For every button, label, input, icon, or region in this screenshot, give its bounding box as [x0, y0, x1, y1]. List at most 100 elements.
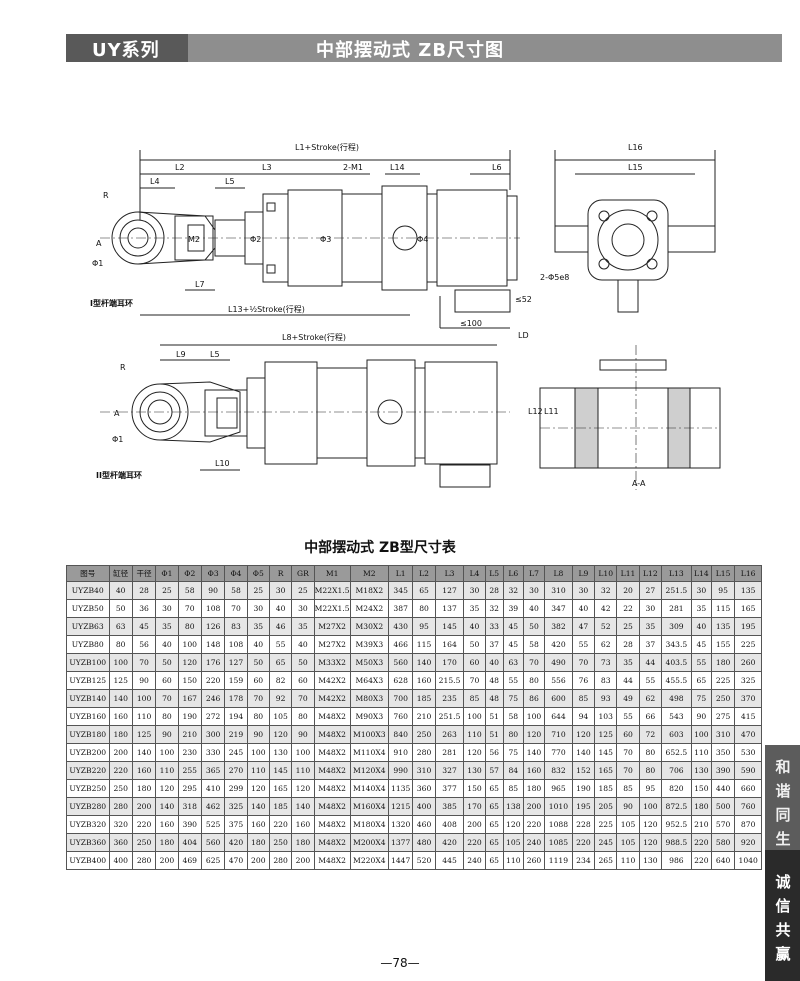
label-l13-stroke: L13+½Stroke(行程) — [228, 304, 305, 314]
cylinder-bottom-view — [100, 344, 510, 488]
page-title: 中部摆动式 ZB尺寸图 — [316, 40, 505, 61]
table-cell: 51 — [484, 725, 504, 744]
table-cell: 420 — [434, 833, 465, 852]
table-cell: 32 — [502, 581, 524, 600]
table-cell: 63 — [502, 653, 524, 672]
table-cell: 33 — [484, 617, 504, 636]
column-header: L4 — [463, 565, 486, 582]
table-cell: UYZB250 — [66, 779, 110, 798]
table-cell: 50 — [522, 617, 546, 636]
table-cell: 105 — [616, 833, 640, 852]
table-cell: 910 — [387, 743, 414, 762]
table-cell: 110 — [155, 761, 179, 780]
table-cell: UYZB63 — [66, 617, 110, 636]
table-cell: 60 — [291, 671, 315, 690]
table-cell: 30 — [268, 581, 293, 600]
table-cell: 85 — [571, 689, 596, 708]
table-cell: 382 — [544, 617, 573, 636]
table-cell: 347 — [544, 599, 573, 618]
table-cell: 710 — [544, 725, 573, 744]
table-cell: 530 — [734, 743, 762, 762]
table-cell: 455.5 — [661, 671, 692, 690]
table-cell: 32 — [484, 599, 504, 618]
motto-top: 和谐同生 — [768, 755, 798, 851]
table-cell: 60 — [155, 671, 179, 690]
table-cell: 160 — [291, 815, 315, 834]
table-cell: 310 — [412, 761, 436, 780]
table-cell: UYZB220 — [66, 761, 110, 780]
table-cell: 40 — [484, 653, 504, 672]
label-phi2: Φ2 — [250, 235, 261, 244]
table-cell: 260 — [734, 653, 762, 672]
table-cell: 165 — [734, 599, 762, 618]
table-cell: 65 — [484, 833, 504, 852]
table-cell: M22X1.5 — [313, 599, 351, 618]
table-cell: 220 — [200, 671, 226, 690]
table-cell: 385 — [434, 797, 465, 816]
label-ld: LD — [518, 331, 529, 340]
table-cell: 40 — [246, 635, 270, 654]
table-cell: 46 — [268, 617, 293, 636]
label-phi4: Φ4 — [417, 235, 428, 244]
table-cell: 320 — [108, 815, 133, 834]
label-l10: L10 — [215, 459, 230, 468]
table-cell: 30 — [246, 599, 270, 618]
label-l9: L9 — [176, 350, 186, 359]
table-cell: 51 — [484, 707, 504, 726]
table-cell: 295 — [177, 779, 202, 798]
table-cell: 137 — [434, 599, 465, 618]
table-cell: 400 — [108, 851, 133, 870]
label-r-bottom: R — [120, 363, 126, 372]
table-cell: 250 — [268, 833, 293, 852]
table-cell: 56 — [131, 635, 157, 654]
table-cell: 130 — [463, 761, 486, 780]
table-cell: 310 — [710, 725, 736, 744]
table-cell: 220 — [571, 833, 596, 852]
table-cell: 85 — [502, 779, 524, 798]
table-cell: UYZB140 — [66, 689, 110, 708]
table-cell: UYZB280 — [66, 797, 110, 816]
table-cell: M100X3 — [349, 725, 389, 744]
table-cell: 325 — [224, 797, 248, 816]
table-cell: 220 — [268, 815, 293, 834]
table-cell: 65 — [412, 581, 436, 600]
table-cell: 27 — [638, 581, 663, 600]
table-cell: 470 — [224, 851, 248, 870]
motto-char: 生 — [775, 830, 791, 848]
table-cell: 40 — [522, 599, 546, 618]
table-cell: 60 — [246, 671, 270, 690]
table-cell: 70 — [616, 761, 640, 780]
table-cell: 255 — [177, 761, 202, 780]
column-header: L7 — [522, 565, 546, 582]
table-cell: 370 — [734, 689, 762, 708]
table-cell: 280 — [268, 851, 293, 870]
table-cell: 100 — [522, 707, 546, 726]
table-cell: 30 — [463, 581, 486, 600]
table-cell: 115 — [710, 599, 736, 618]
table-cell: 140 — [412, 653, 436, 672]
table-cell: 180 — [108, 725, 133, 744]
table-cell: 1447 — [387, 851, 414, 870]
table-cell: 90 — [131, 671, 157, 690]
table-cell: 127 — [224, 653, 248, 672]
table-cell: 185 — [594, 779, 618, 798]
table-cell: 410 — [200, 779, 226, 798]
table-cell: 420 — [544, 635, 573, 654]
table-cell: 95 — [412, 617, 436, 636]
table-cell: M48X2 — [313, 833, 351, 852]
table-cell: 280 — [412, 743, 436, 762]
table-cell: 95 — [638, 779, 663, 798]
table-cell: 219 — [224, 725, 248, 744]
table-cell: M39X3 — [349, 635, 389, 654]
table-cell: 58 — [522, 635, 546, 654]
table-cell: 28 — [131, 581, 157, 600]
table-cell: 706 — [661, 761, 692, 780]
table-cell: UYZB400 — [66, 851, 110, 870]
table-cell: 150 — [177, 671, 202, 690]
table-cell: 150 — [690, 779, 712, 798]
table-cell: 45 — [690, 635, 712, 654]
table-cell: 100 — [638, 797, 663, 816]
